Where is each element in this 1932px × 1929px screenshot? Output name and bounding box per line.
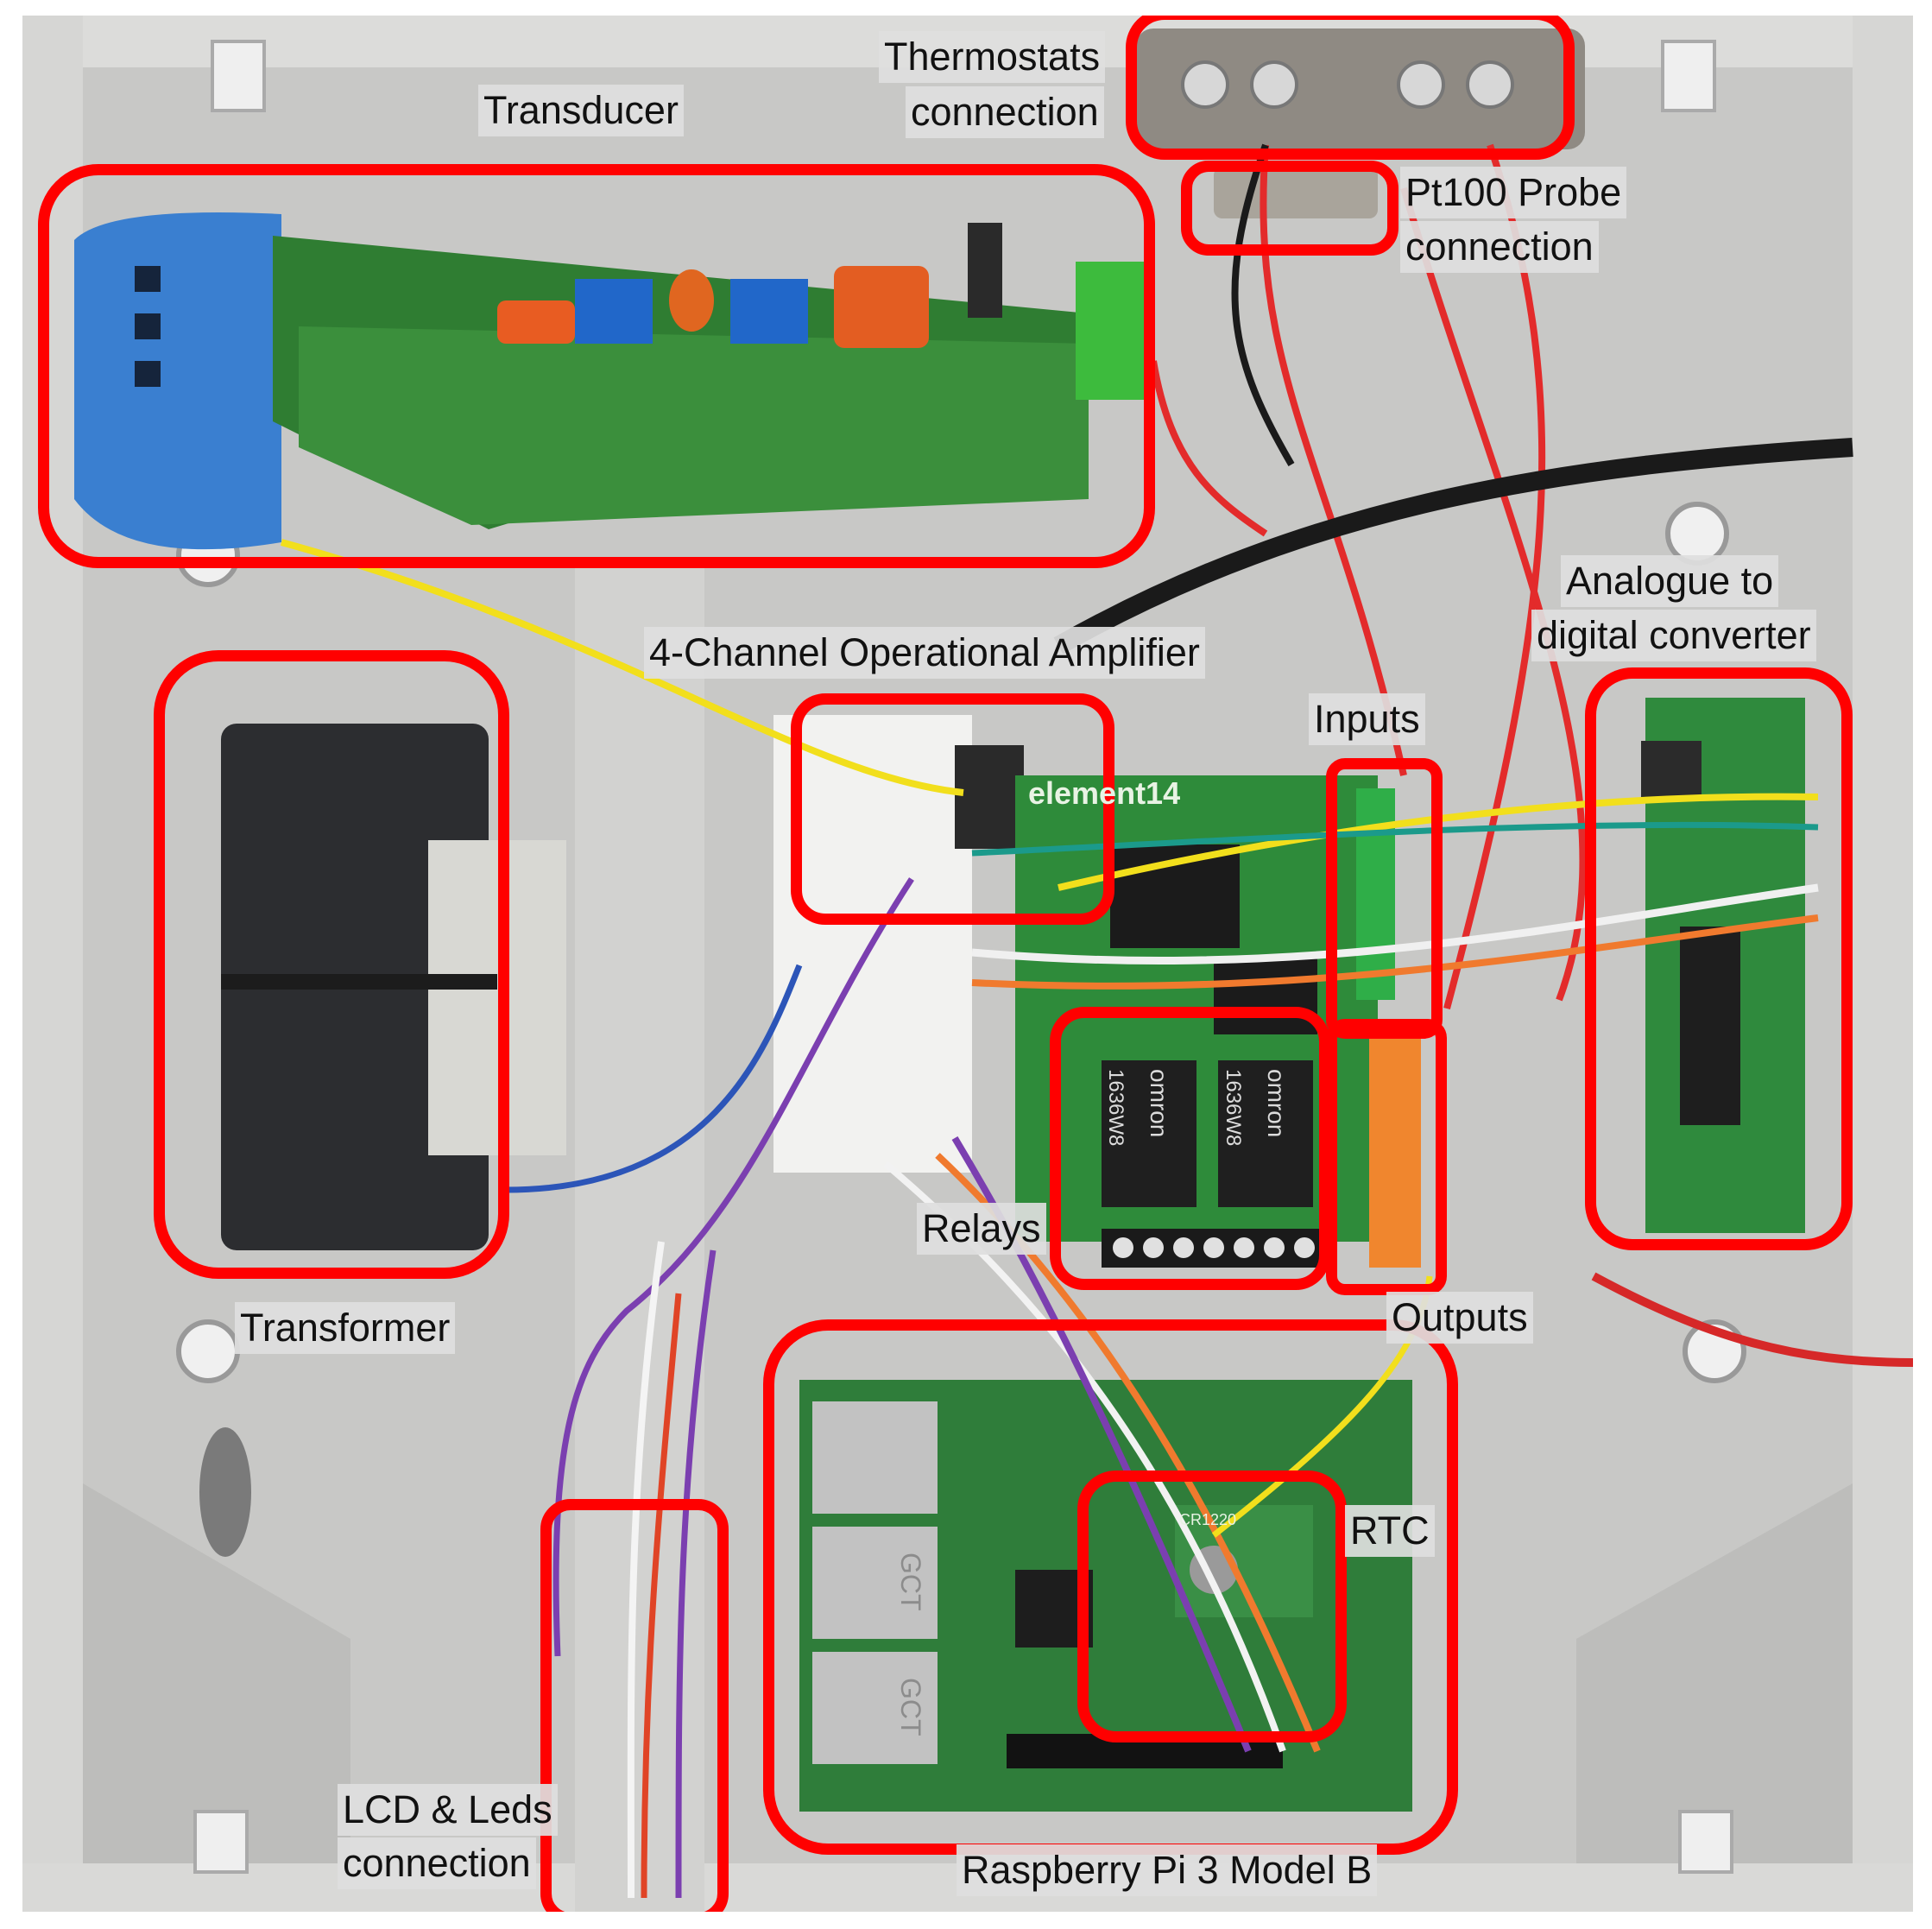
- wire: [627, 1241, 665, 1899]
- label-rtc: RTC: [1345, 1505, 1435, 1557]
- enclosure-left-wall: [22, 16, 83, 1912]
- wire: [675, 1249, 717, 1899]
- adc-header: [1641, 741, 1702, 801]
- cable-tie: [221, 974, 497, 990]
- label-raspberry-pi: Raspberry Pi 3 Model B: [957, 1844, 1378, 1896]
- relay: [1218, 1060, 1313, 1207]
- bottom-left-rib: [83, 1483, 350, 1863]
- wire: [1260, 144, 1407, 776]
- label-lcd-leds-line1: LCD & Leds: [338, 1784, 558, 1836]
- relay-brand-text: omron: [1146, 1069, 1172, 1138]
- relay-code-text: 1636W8: [1104, 1069, 1127, 1147]
- wire: [1231, 143, 1295, 467]
- terminal-screw: [1143, 1237, 1164, 1258]
- wire: [1591, 1272, 1913, 1367]
- label-inputs: Inputs: [1309, 693, 1425, 745]
- terminal-block: [1076, 262, 1145, 400]
- label-thermostats-line1: Thermostats: [879, 31, 1106, 83]
- transducer-region: [38, 164, 1155, 568]
- wire: [552, 877, 914, 1657]
- center-rib: [575, 568, 704, 1912]
- enclosure-photo: Transducer Thermostats connection Pt100 …: [22, 16, 1913, 1912]
- label-transducer: Transducer: [478, 85, 684, 136]
- capacitor: [669, 269, 714, 332]
- vent-slot: [135, 266, 161, 292]
- relay-brand-text: omron: [1263, 1069, 1290, 1138]
- label-adc-line2: digital converter: [1531, 610, 1816, 661]
- terminal-screw: [1181, 60, 1229, 109]
- usb-port: [812, 1527, 938, 1639]
- usb-brand-text: GCT: [895, 1553, 926, 1611]
- clip-bottom-right: [1678, 1810, 1733, 1874]
- op-amp-chip: [955, 745, 1024, 849]
- relay: [1102, 1060, 1196, 1207]
- label-op-amp: 4-Channel Operational Amplifier: [644, 627, 1205, 679]
- relay-code-text: 1636W8: [1222, 1069, 1245, 1147]
- inputs-region: [1326, 758, 1443, 1039]
- adc-connector: [1680, 927, 1740, 1125]
- vent-slot: [135, 313, 161, 339]
- wire: [280, 539, 964, 796]
- usb-brand-text: GCT: [895, 1678, 926, 1736]
- rtc-battery-text: CR1220: [1179, 1511, 1237, 1528]
- board-element14-text: element14: [1028, 775, 1181, 811]
- terminal-screw: [1397, 60, 1445, 109]
- label-relays: Relays: [917, 1203, 1046, 1255]
- wire: [1058, 793, 1819, 891]
- capacitor: [497, 300, 575, 344]
- label-outputs: Outputs: [1386, 1292, 1533, 1344]
- op-amp-region: [791, 693, 1114, 925]
- label-pt100-line1: Pt100 Probe: [1400, 167, 1627, 218]
- thermostats-connection-region: [1126, 16, 1575, 160]
- outputs-region: [1326, 1019, 1447, 1295]
- terminal-screw: [1294, 1237, 1315, 1258]
- mount-post: [176, 1319, 240, 1383]
- label-transformer: Transformer: [235, 1302, 456, 1354]
- bottom-right-rib: [1576, 1483, 1853, 1863]
- clip-top-left: [211, 40, 266, 112]
- relays-region: [1050, 1007, 1330, 1290]
- mount-post: [1665, 502, 1729, 566]
- regulator: [968, 223, 1002, 318]
- label-pt100-line2: connection: [1400, 221, 1599, 273]
- transformer-bracket: [428, 840, 566, 1155]
- clip-bottom-left: [193, 1810, 249, 1874]
- terminal-screw: [1264, 1237, 1285, 1258]
- transformer-region: [154, 650, 509, 1279]
- terminal-screw: [1234, 1237, 1254, 1258]
- enclosure-right-wall: [1853, 16, 1913, 1912]
- label-adc-line1: Analogue to: [1561, 555, 1779, 607]
- wire: [641, 1293, 682, 1899]
- terminal-screw: [1173, 1237, 1194, 1258]
- transducer-pcb: [299, 326, 1089, 525]
- wire: [1150, 360, 1268, 537]
- wire: [505, 964, 803, 1193]
- vent-slot: [135, 361, 161, 387]
- label-thermostats-line2: connection: [906, 86, 1104, 138]
- trimmer: [730, 279, 808, 344]
- rtc-region: [1077, 1470, 1347, 1742]
- cable-hole: [199, 1427, 251, 1557]
- output-terminal-block: [1369, 1039, 1421, 1268]
- cable: [1053, 438, 1853, 655]
- clip-top-right: [1661, 40, 1716, 112]
- terminal-screw: [1113, 1237, 1133, 1258]
- thermostat-plate: [1136, 28, 1585, 149]
- adc-region: [1585, 667, 1853, 1250]
- terminal-screw: [1203, 1237, 1224, 1258]
- terminal-screw: [1466, 60, 1514, 109]
- capacitor: [834, 266, 929, 348]
- terminal-screw: [1250, 60, 1298, 109]
- label-lcd-leds-line2: connection: [338, 1837, 536, 1889]
- ethernet-port: [812, 1401, 938, 1514]
- trimmer: [575, 279, 653, 344]
- usb-port: [812, 1652, 938, 1764]
- transducer-cap: [74, 212, 281, 550]
- pt100-connection-region: [1181, 161, 1398, 256]
- lcd-leds-connection-region: [540, 1499, 729, 1912]
